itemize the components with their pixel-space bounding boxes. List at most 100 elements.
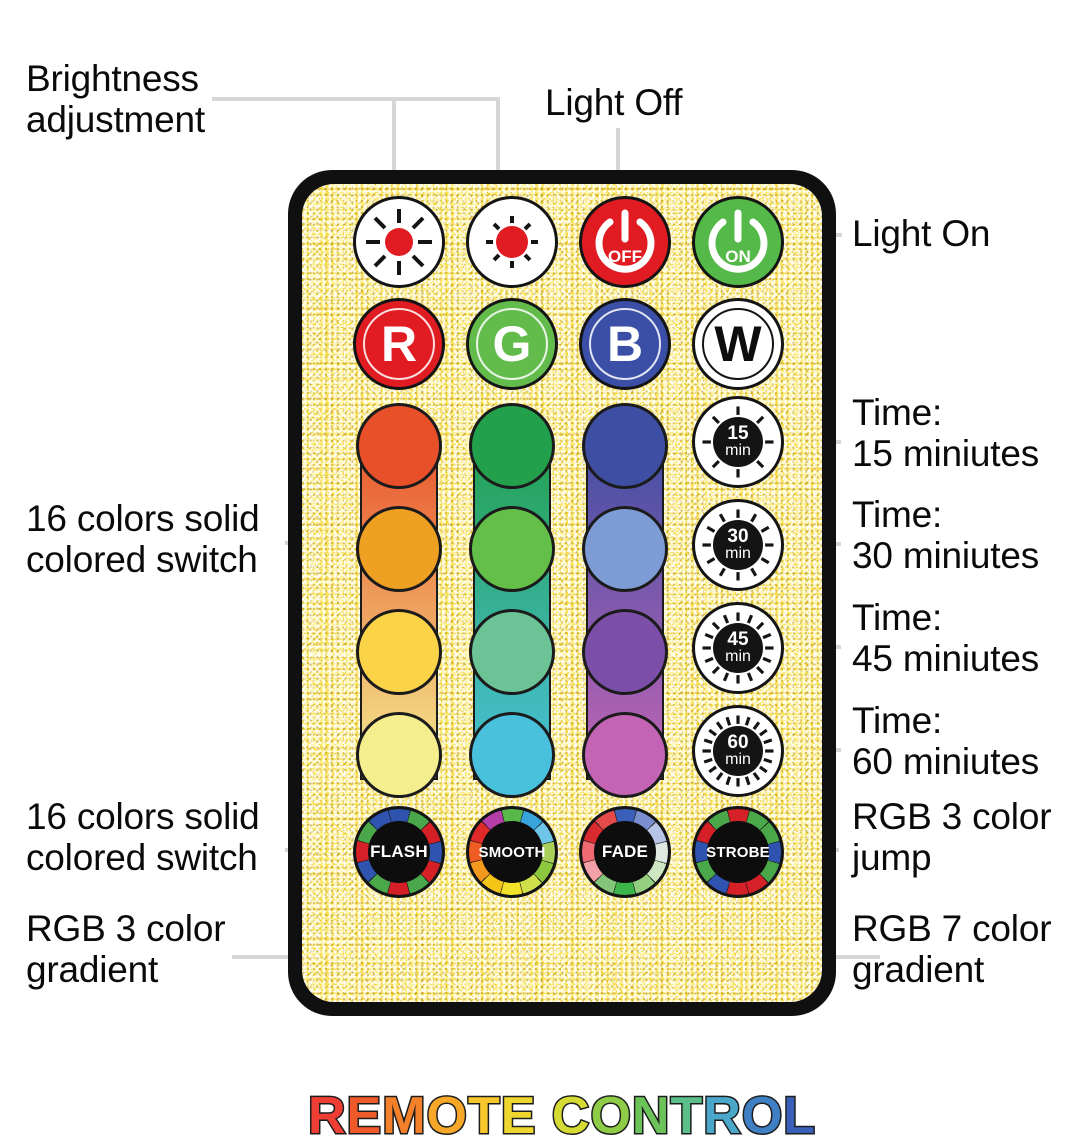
timer-core-45: 45 min <box>713 623 763 673</box>
remote-control-body: OFF ON R G B W <box>288 170 836 1146</box>
brand-letter: O <box>425 1086 468 1146</box>
timer-ticks-15 <box>702 406 774 478</box>
color-button-green[interactable]: G <box>466 298 558 390</box>
timer-value-60: 60 <box>727 731 749 753</box>
timer-button-15[interactable]: 15 min <box>692 396 784 488</box>
timer-value-15: 15 <box>727 422 749 444</box>
strobe-label: STROBE <box>706 843 770 861</box>
mode-button-smooth[interactable]: SMOOTH <box>466 806 558 898</box>
label-time-45: Time: 45 miniutes <box>852 597 1040 680</box>
timer-ticks-60 <box>702 715 774 787</box>
timer-unit-30: min <box>725 545 751 563</box>
label-colors-switch-top: 16 colors solid colored switch <box>26 498 260 581</box>
timer-core-15: 15 min <box>713 417 763 467</box>
blue-inner-ring <box>589 308 661 380</box>
brightness-down-button[interactable] <box>466 196 558 288</box>
leader-brightness-stem2 <box>496 97 500 209</box>
timer-button-30[interactable]: 30 min <box>692 499 784 591</box>
red-inner-ring <box>363 308 435 380</box>
timer-core-60: 60 min <box>713 726 763 776</box>
brand-letter: T <box>669 1086 704 1146</box>
brand-letter: O <box>589 1086 632 1146</box>
label-rgb3-jump: RGB 3 color jump <box>852 796 1052 879</box>
power-on-button[interactable]: ON <box>692 196 784 288</box>
flash-hub: FLASH <box>368 821 430 883</box>
color-button-red[interactable]: R <box>353 298 445 390</box>
brand-letter: R <box>306 1086 347 1146</box>
timer-value-30: 30 <box>727 525 749 547</box>
color-swatch-green-1[interactable] <box>469 403 555 489</box>
sun-dim-icon <box>486 216 538 268</box>
fade-label: FADE <box>601 842 649 861</box>
color-button-blue[interactable]: B <box>579 298 671 390</box>
color-swatch-blue-3[interactable] <box>582 609 668 695</box>
brand-wordmark: REMOTE CONTROL <box>288 1086 836 1146</box>
power-off-button[interactable]: OFF <box>579 196 671 288</box>
color-swatch-green-4[interactable] <box>469 712 555 798</box>
brightness-up-button[interactable] <box>353 196 445 288</box>
label-time-60: Time: 60 miniutes <box>852 700 1040 783</box>
mode-button-fade[interactable]: FADE <box>579 806 671 898</box>
label-brightness: Brightness adjustment <box>26 58 205 141</box>
mode-button-strobe[interactable]: STROBE <box>692 806 784 898</box>
brand-letter: N <box>630 1086 671 1146</box>
timer-unit-15: min <box>725 442 751 460</box>
smooth-label: SMOOTH <box>478 843 546 861</box>
power-on-label: ON <box>725 247 751 266</box>
brand-letter: M <box>381 1086 427 1146</box>
timer-button-60[interactable]: 60 min <box>692 705 784 797</box>
color-swatch-blue-2[interactable] <box>582 506 668 592</box>
label-colors-switch-bottom: 16 colors solid colored switch <box>26 796 260 879</box>
annotated-remote-diagram: Brightness adjustment Light Off Light On… <box>26 58 1052 1146</box>
color-swatch-warm-2[interactable] <box>356 506 442 592</box>
flash-label: FLASH <box>370 842 428 861</box>
brand-letter: E <box>345 1086 383 1146</box>
power-off-label: OFF <box>608 247 642 266</box>
strobe-hub: STROBE <box>706 821 770 883</box>
leader-light-off <box>616 128 620 210</box>
brand-letter: T <box>467 1086 502 1146</box>
timer-core-30: 30 min <box>713 520 763 570</box>
green-letter: G <box>492 316 532 372</box>
timer-unit-45: min <box>725 648 751 666</box>
color-swatch-warm-1[interactable] <box>356 403 442 489</box>
timer-button-45[interactable]: 45 min <box>692 602 784 694</box>
label-light-off: Light Off <box>545 82 683 123</box>
leader-brightness-stem1 <box>392 97 396 209</box>
timer-unit-60: min <box>725 751 751 769</box>
power-on-icon: ON <box>708 209 768 273</box>
color-swatch-green-2[interactable] <box>469 506 555 592</box>
green-inner-ring <box>476 308 548 380</box>
red-letter: R <box>380 316 418 372</box>
label-time-30: Time: 30 miniutes <box>852 494 1040 577</box>
color-swatch-green-3[interactable] <box>469 609 555 695</box>
brand-letter: R <box>702 1086 743 1146</box>
fade-hub: FADE <box>594 821 656 883</box>
color-swatch-blue-1[interactable] <box>582 403 668 489</box>
brand-letter: E <box>499 1086 537 1146</box>
brand-letter: C <box>550 1086 591 1146</box>
sun-bright-icon <box>366 209 432 275</box>
blue-letter: B <box>606 316 644 372</box>
mode-button-flash[interactable]: FLASH <box>353 806 445 898</box>
leader-brightness <box>212 97 500 101</box>
color-swatch-warm-4[interactable] <box>356 712 442 798</box>
power-off-icon: OFF <box>595 209 655 273</box>
timer-ticks-45 <box>702 612 774 684</box>
white-inner-ring <box>702 308 774 380</box>
color-swatch-blue-4[interactable] <box>582 712 668 798</box>
label-rgb3-gradient: RGB 3 color gradient <box>26 908 226 991</box>
leader-rgb3-grad-a <box>232 955 342 959</box>
label-time-15: Time: 15 miniutes <box>852 392 1040 475</box>
white-letter: W <box>714 316 762 372</box>
smooth-hub: SMOOTH <box>478 821 546 883</box>
label-light-on: Light On <box>852 213 991 254</box>
timer-ticks-30 <box>702 509 774 581</box>
brand-letter: O <box>740 1086 784 1146</box>
timer-value-45: 45 <box>727 628 749 650</box>
color-swatch-warm-3[interactable] <box>356 609 442 695</box>
label-rgb7-gradient: RGB 7 color gradient <box>852 908 1052 991</box>
brand-letter: L <box>782 1086 817 1146</box>
brand-letter <box>536 1087 551 1145</box>
color-button-white[interactable]: W <box>692 298 784 390</box>
